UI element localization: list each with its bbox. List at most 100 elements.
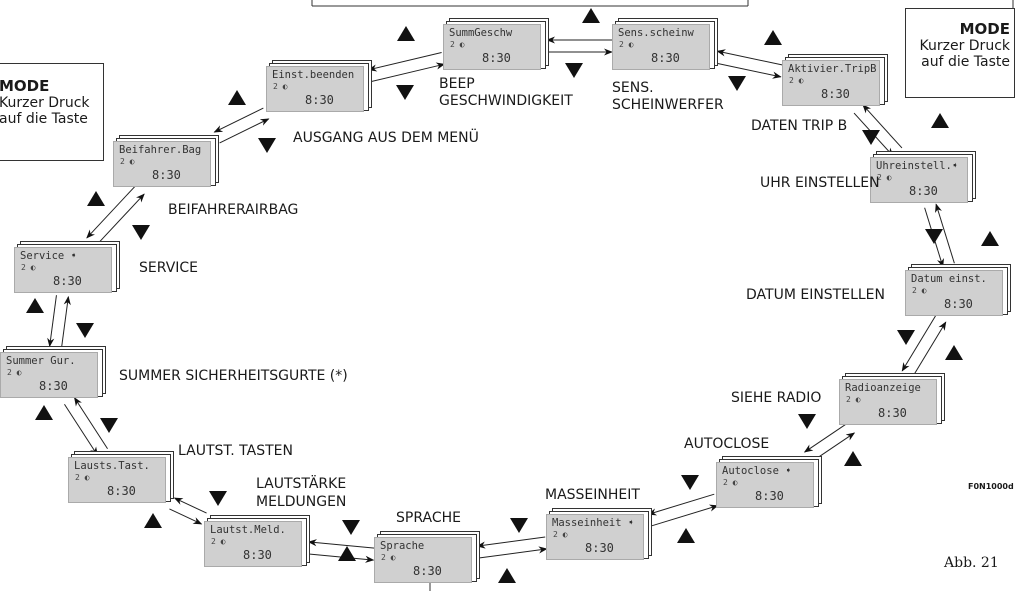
lcd-display-screen: Lausts.Tast.2 ◐8:30: [68, 451, 174, 503]
navigation-arrow-back: [86, 185, 136, 239]
display-status: 2 ◐: [723, 478, 738, 487]
navigation-arrow-fwd: [901, 315, 936, 372]
display-status: 2 ◐: [450, 40, 465, 49]
label-service: SERVICE: [139, 260, 199, 276]
display-text: Lautst.Meld.: [210, 524, 286, 536]
navigation-arrow-back: [912, 321, 947, 378]
display-text: Einst.beenden: [272, 69, 355, 81]
arrow-down-button-icon: [728, 76, 746, 91]
label-autoclose: AUTOCLOSE: [684, 436, 770, 452]
navigation-arrow-back: [478, 546, 548, 559]
display-text: Autoclose ➧: [722, 465, 792, 477]
display-time: 8:30: [152, 168, 181, 182]
arrow-up-button-icon: [397, 26, 415, 41]
mode-title: MODE: [0, 77, 50, 95]
navigation-arrow-back: [367, 52, 442, 72]
display-face: Datum einst.2 ◐ 8:30: [905, 270, 1003, 316]
label-meldungen: MELDUNGEN: [256, 494, 347, 510]
label-trip: DATEN TRIP B: [751, 118, 848, 134]
display-time: 8:30: [821, 87, 850, 101]
label-tasten: LAUTST. TASTEN: [178, 443, 293, 459]
arrow-down-button-icon: [510, 518, 528, 533]
display-text: Beifahrer.Bag: [119, 144, 202, 156]
label-uhr: UHR EINSTELLEN: [760, 175, 880, 191]
display-status: 2 ◐: [619, 40, 634, 49]
navigation-arrow-back: [862, 104, 903, 149]
arrow-up-button-icon: [26, 298, 44, 313]
navigation-arrow-fwd: [173, 497, 207, 514]
mode-line2: auf die Taste: [921, 54, 1010, 70]
display-time: 8:30: [413, 564, 442, 578]
display-text: Summer Gur.: [6, 355, 76, 367]
display-face: Autoclose ➧2 ◐8:30: [716, 462, 814, 508]
arrow-up-button-icon: [981, 231, 999, 246]
display-time: 8:30: [651, 51, 680, 65]
display-text: Sens.scheinw: [618, 27, 694, 39]
display-status: 2 ◐: [381, 553, 396, 562]
label-radio: SIEHE RADIO: [731, 390, 822, 406]
display-text: Lausts.Tast.: [74, 460, 150, 472]
display-status: 2 ◐: [789, 76, 804, 85]
arrow-up-button-icon: [931, 113, 949, 128]
display-status: 2 ◐: [273, 82, 288, 91]
display-time: 8:30: [482, 51, 511, 65]
arrow-up-button-icon: [144, 513, 162, 528]
label-datum: DATUM EINSTELLEN: [746, 287, 886, 303]
mode-instruction-right: MODE Kurzer Druck auf die Taste: [905, 8, 1015, 98]
display-face: Summer Gur.2 ◐8:30: [0, 352, 98, 398]
arrow-down-button-icon: [342, 520, 360, 535]
display-text: Masseinheit ➧: [552, 517, 635, 529]
display-text: Service ➧: [20, 250, 77, 262]
navigation-arrow-fwd: [371, 62, 446, 82]
navigation-arrow-back: [64, 403, 98, 457]
arrow-up-button-icon: [228, 90, 246, 105]
display-status: 2 ◐: [912, 286, 927, 295]
display-text: Datum einst.: [911, 273, 987, 285]
lcd-display-screen: Summer Gur.2 ◐8:30: [0, 346, 106, 398]
arrow-up-button-icon: [945, 345, 963, 360]
arrow-down-button-icon: [565, 63, 583, 78]
arrow-down-button-icon: [897, 330, 915, 345]
arrow-down-button-icon: [132, 225, 150, 240]
label-scheinwerfer: SCHEINWERFER: [612, 97, 724, 113]
display-time: 8:30: [878, 406, 907, 420]
display-status: 2 ◐: [846, 395, 861, 404]
mode-line1: Kurzer Druck: [0, 95, 90, 111]
lcd-display-screen: Uhreinstell.➧2 ◐8:30: [870, 151, 976, 203]
mode-line2: auf die Taste: [0, 111, 88, 127]
display-face: Uhreinstell.➧2 ◐8:30: [870, 157, 968, 203]
label-sens: SENS.: [612, 80, 654, 96]
label-masseinheit: MASSEINHEIT: [545, 487, 640, 503]
display-time: 8:30: [944, 297, 973, 311]
arrow-down-button-icon: [862, 130, 880, 145]
navigation-arrow-back: [935, 203, 955, 264]
arrow-down-button-icon: [798, 414, 816, 429]
display-status: 2 ◐: [553, 530, 568, 539]
display-status: 2 ◐: [877, 173, 892, 182]
display-text: Aktivier.TripB: [788, 63, 877, 75]
display-time: 8:30: [243, 548, 272, 562]
display-time: 8:30: [305, 93, 334, 107]
arrow-down-button-icon: [209, 491, 227, 506]
label-sprache: SPRACHE: [396, 510, 461, 526]
navigation-arrow-back: [47, 295, 57, 348]
navigation-arrow-back: [716, 49, 784, 66]
arrow-up-button-icon: [87, 191, 105, 206]
display-face: Lausts.Tast.2 ◐8:30: [68, 457, 166, 503]
figure-label: Abb. 21: [944, 555, 999, 571]
arrow-up-button-icon: [677, 528, 695, 543]
navigation-arrow-fwd: [307, 539, 375, 549]
display-status: 2 ◐: [7, 368, 22, 377]
arrow-up-button-icon: [35, 405, 53, 420]
arrow-up-button-icon: [764, 30, 782, 45]
